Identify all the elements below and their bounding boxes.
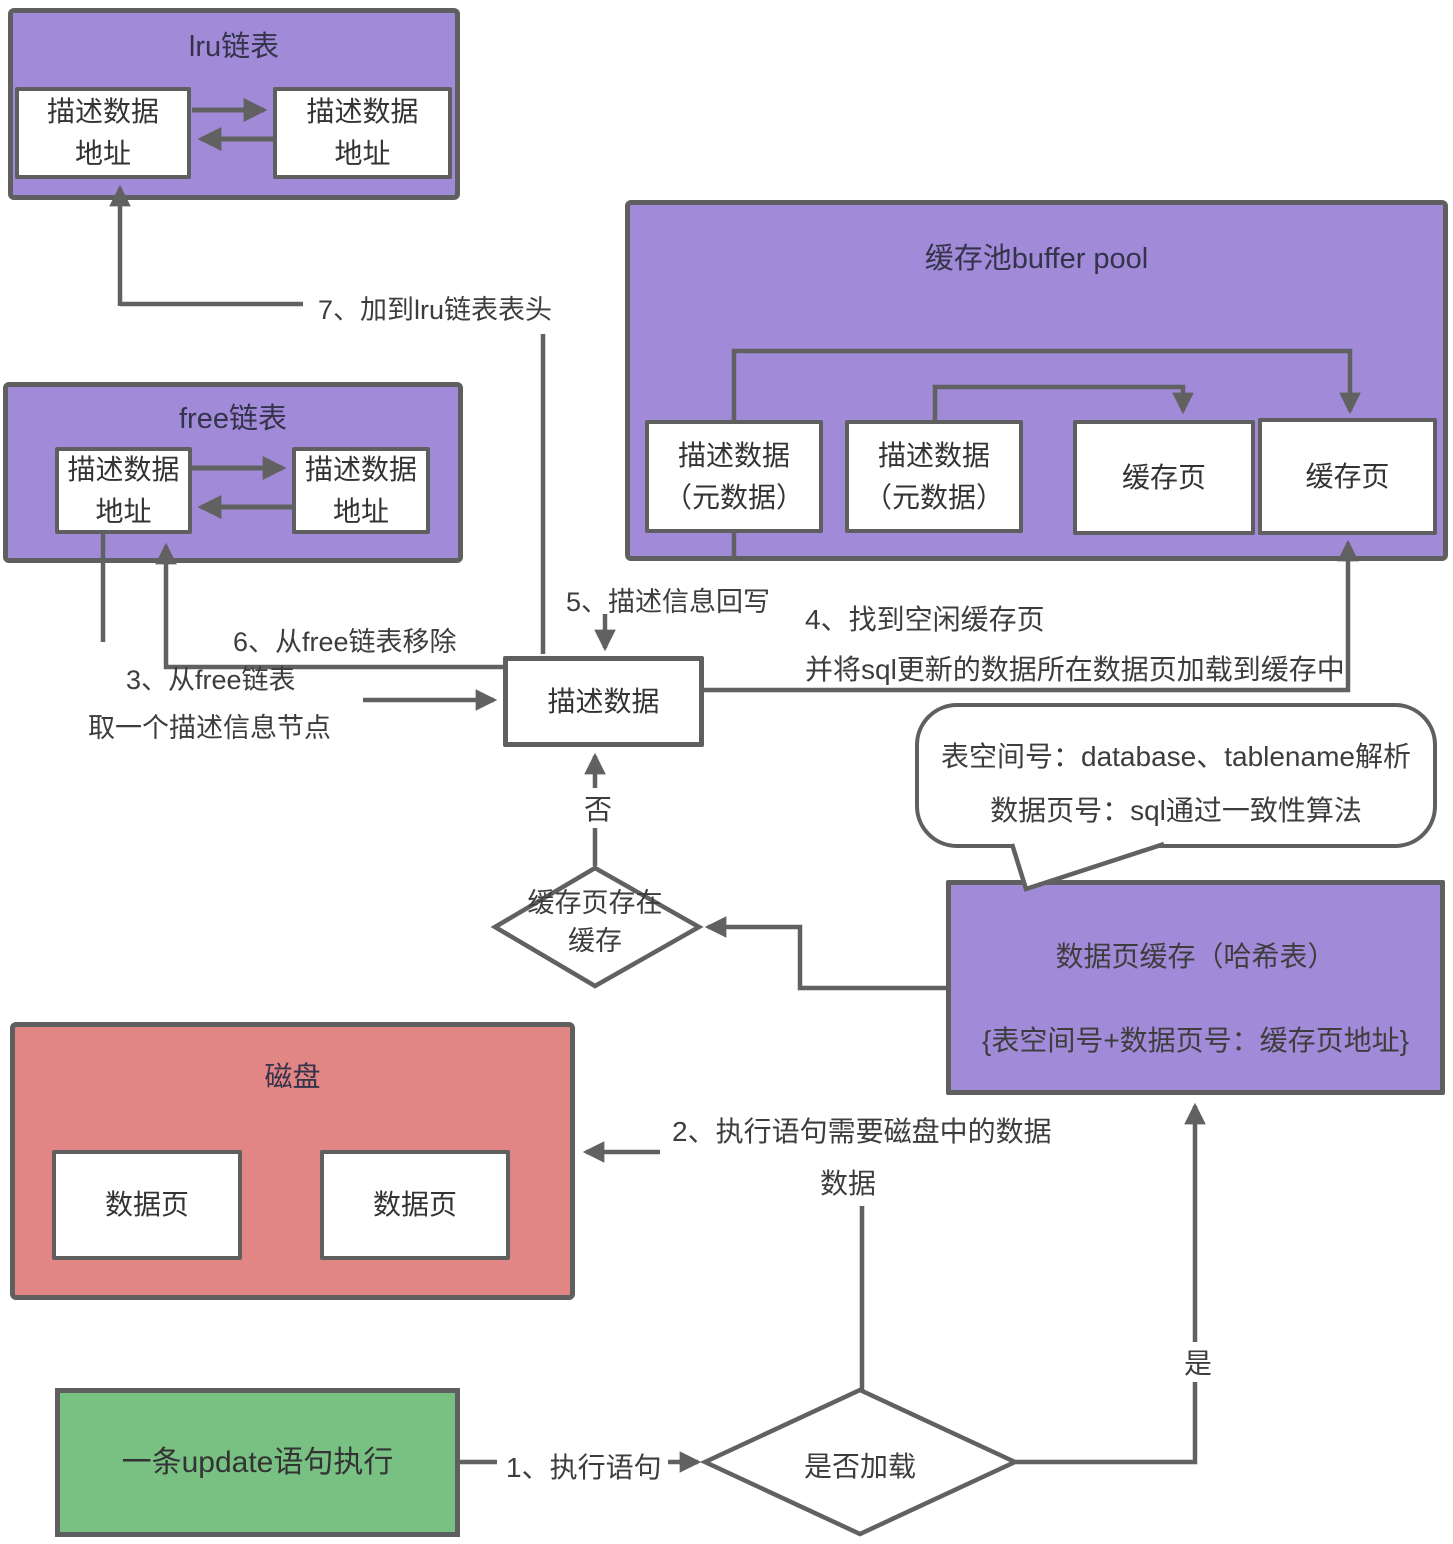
- buffer-meta-1-line2: （元数据）: [663, 481, 804, 513]
- lru-node-1-line1: 描述数据: [46, 96, 159, 127]
- step2-label-line1: 2、执行语句需要磁盘中的数据: [672, 1116, 1052, 1147]
- disk-page-2-label: 数据页: [372, 1189, 457, 1220]
- disk-page-2: 数据页: [320, 1150, 510, 1260]
- buffer-meta-2-line1: 描述数据: [877, 439, 990, 471]
- callout-line1: 表空间号：database、tablename解析: [941, 741, 1411, 772]
- buffer-cache-page-2: 缓存页: [1258, 418, 1437, 535]
- hash-to-diamond-arrow: [704, 916, 946, 991]
- buffer-meta-2: 描述数据 （元数据）: [845, 420, 1023, 533]
- disk-page-1: 数据页: [52, 1150, 242, 1260]
- step6-label: 6、从free链表移除: [233, 627, 457, 657]
- step3-label-line2: 取一个描述信息节点: [88, 713, 331, 743]
- free-node-2-line2: 地址: [332, 495, 389, 527]
- free-node-1: 描述数据 地址: [55, 447, 192, 534]
- buffer-meta-1-line1: 描述数据: [677, 439, 790, 471]
- load-diamond-text: 是否加载: [803, 1451, 916, 1482]
- free-node-2: 描述数据 地址: [292, 447, 430, 534]
- yes-label: 是: [1178, 1342, 1219, 1382]
- yes-branch-arrow: [1015, 1102, 1206, 1465]
- buffer-cache-page-1-label: 缓存页: [1121, 461, 1206, 493]
- buffer-meta-2-line2: （元数据）: [863, 481, 1004, 513]
- step7-label: 7、加到lru链表表头: [318, 295, 553, 325]
- lru-node-2-line1: 描述数据: [306, 96, 419, 127]
- update-statement-label: 一条update语句执行: [121, 1445, 394, 1479]
- free-node-1-line1: 描述数据: [67, 453, 180, 485]
- step3-label-line1: 3、从free链表: [126, 665, 296, 695]
- buffer-pool-title: 缓存池buffer pool: [924, 243, 1149, 275]
- step4-label-line2: 并将sql更新的数据所在数据页加载到缓存中: [805, 654, 1345, 685]
- lru-node-2: 描述数据 地址: [273, 87, 452, 179]
- hash-table-line2: {表空间号+数据页号：缓存页地址}: [981, 1025, 1410, 1056]
- free-list-title: free链表: [179, 403, 287, 435]
- callout-bubble: [915, 703, 1437, 848]
- free-node-2-line1: 描述数据: [304, 453, 417, 485]
- buffer-cache-page-2-label: 缓存页: [1305, 460, 1390, 492]
- buffer-cache-page-1: 缓存页: [1073, 420, 1255, 535]
- disk-title: 磁盘: [264, 1061, 321, 1092]
- lru-node-2-line2: 地址: [334, 138, 391, 169]
- step5-label: 5、描述信息回写: [566, 587, 771, 617]
- hash-table-box: [946, 880, 1445, 1095]
- cache-exists-diamond-text: 缓存页存在 缓存: [495, 884, 695, 960]
- lru-node-1: 描述数据 地址: [15, 87, 191, 179]
- buffer-meta-1: 描述数据 （元数据）: [645, 420, 823, 533]
- no-label: 否: [578, 788, 619, 828]
- step4-label-line1: 4、找到空闲缓存页: [805, 604, 1045, 635]
- free-node-1-line2: 地址: [95, 495, 152, 527]
- hash-table-line1: 数据页缓存（哈希表）: [1055, 941, 1336, 972]
- disk-page-1-label: 数据页: [104, 1189, 189, 1220]
- cache-exists-line2: 缓存: [568, 926, 622, 956]
- callout-line2: 数据页号：sql通过一致性算法: [990, 795, 1362, 826]
- lru-list-title: lru链表: [188, 31, 280, 63]
- step2-label-line2: 数据: [820, 1168, 877, 1199]
- desc-data-label: 描述数据: [547, 685, 660, 717]
- step1-label: 1、执行语句: [506, 1452, 662, 1483]
- update-statement-box: 一条update语句执行: [55, 1388, 460, 1537]
- cache-exists-line1: 缓存页存在: [527, 888, 663, 918]
- lru-node-1-line2: 地址: [74, 138, 131, 169]
- desc-data-node: 描述数据: [503, 656, 704, 747]
